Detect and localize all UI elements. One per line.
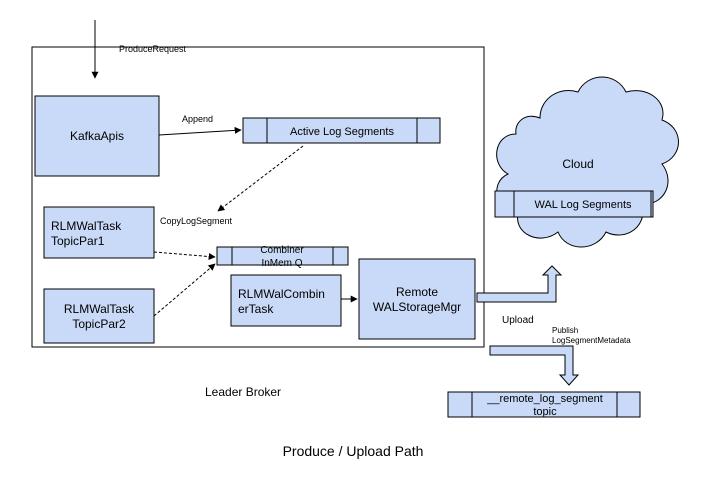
rlm-wal-combiner-task-node: RLMWalCombin erTask: [230, 274, 342, 327]
task1-to-combiner-arrow: [153, 251, 216, 260]
svg-text:RLMWalTask: RLMWalTask: [51, 219, 122, 233]
wal-log-segments-node: WAL Log Segments: [494, 190, 654, 218]
svg-text:topic: topic: [533, 406, 557, 418]
svg-text:erTask: erTask: [238, 302, 274, 316]
leader-broker-boundary: [31, 46, 485, 348]
rlm-wal-task-topicpar1-node: RLMWalTask TopicPar1: [43, 206, 155, 259]
svg-text:KafkaApis: KafkaApis: [70, 129, 124, 143]
upload-label: Upload: [502, 315, 534, 326]
publish-metadata-arrow: [489, 345, 580, 386]
svg-text:Active Log Segments: Active Log Segments: [290, 126, 394, 138]
cloud-node: Cloud: [496, 76, 679, 248]
svg-text:Cloud: Cloud: [562, 157, 593, 171]
upload-arrow: [476, 265, 563, 303]
remote-log-segment-topic-node: __remote_log_segment topic: [447, 391, 641, 418]
svg-text:WALStorageMgr: WALStorageMgr: [373, 300, 461, 314]
publish-label-line1: Publish: [552, 326, 578, 335]
kafka-apis-node: KafkaApis: [34, 95, 160, 177]
svg-text:WAL Log Segments: WAL Log Segments: [534, 199, 632, 211]
produce-request-label: ProduceRequest: [119, 44, 187, 54]
active-log-segments-node: Active Log Segments: [242, 117, 441, 144]
svg-text:Combiner: Combiner: [260, 245, 304, 256]
svg-text:RLMWalTask: RLMWalTask: [64, 302, 135, 316]
append-arrow: [158, 126, 242, 136]
remote-wal-storage-mgr-node: Remote WALStorageMgr: [358, 258, 476, 340]
svg-text:InMem Q: InMem Q: [261, 258, 302, 269]
diagram-title: Produce / Upload Path: [283, 443, 424, 459]
leader-broker-label: Leader Broker: [205, 385, 281, 399]
combiner-inmem-queue-node: Combiner InMem Q: [216, 245, 349, 269]
rlm-wal-task-topicpar2-node: RLMWalTask TopicPar2: [43, 288, 155, 344]
task2-to-combiner-arrow: [153, 263, 216, 317]
append-label: Append: [182, 114, 213, 124]
svg-text:RLMWalCombin: RLMWalCombin: [238, 287, 325, 301]
svg-text:TopicPar1: TopicPar1: [51, 234, 105, 248]
svg-text:Remote: Remote: [396, 285, 438, 299]
copy-log-segment-arrow: [217, 145, 304, 212]
publish-label-line2: LogSegmentMetadata: [552, 336, 631, 345]
copy-log-segment-label: CopyLogSegment: [160, 216, 233, 226]
svg-text:__remote_log_segment: __remote_log_segment: [486, 393, 603, 405]
svg-text:TopicPar2: TopicPar2: [72, 317, 126, 331]
